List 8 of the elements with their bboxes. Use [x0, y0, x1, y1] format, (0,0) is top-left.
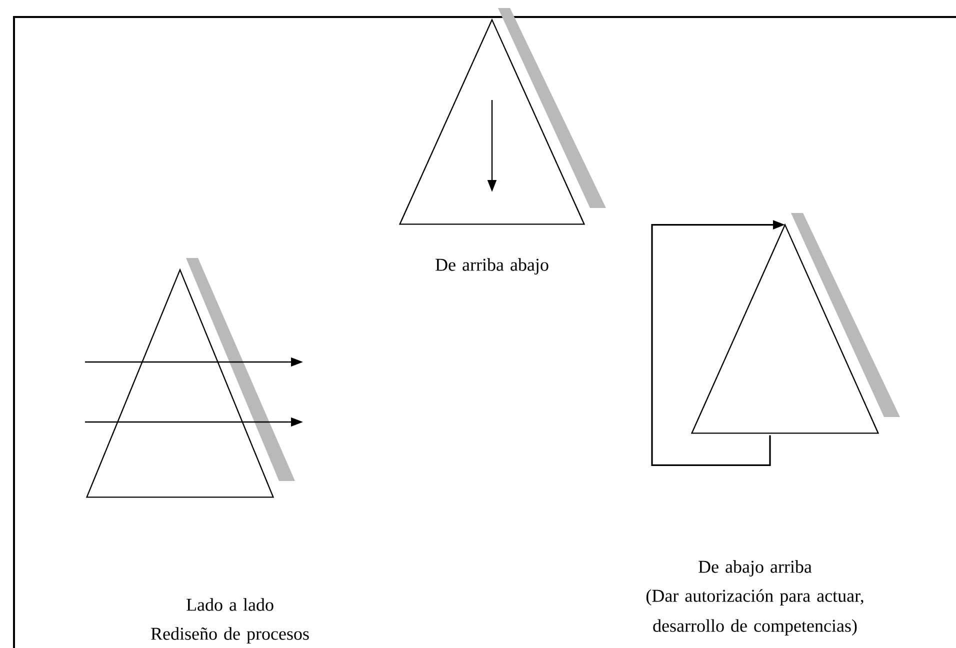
triangle — [690, 213, 900, 434]
node-label: De arriba abajo — [436, 258, 548, 275]
node-label: Lado a lado — [186, 598, 274, 611]
triangle — [86, 258, 295, 498]
triangle — [398, 8, 606, 225]
node-label: De abajo arriba — [698, 560, 812, 576]
node-label: Rediseño de procesos — [151, 627, 309, 644]
node-label: (Dar autorización para actuar, desarrollo de competencias) — [646, 589, 864, 636]
